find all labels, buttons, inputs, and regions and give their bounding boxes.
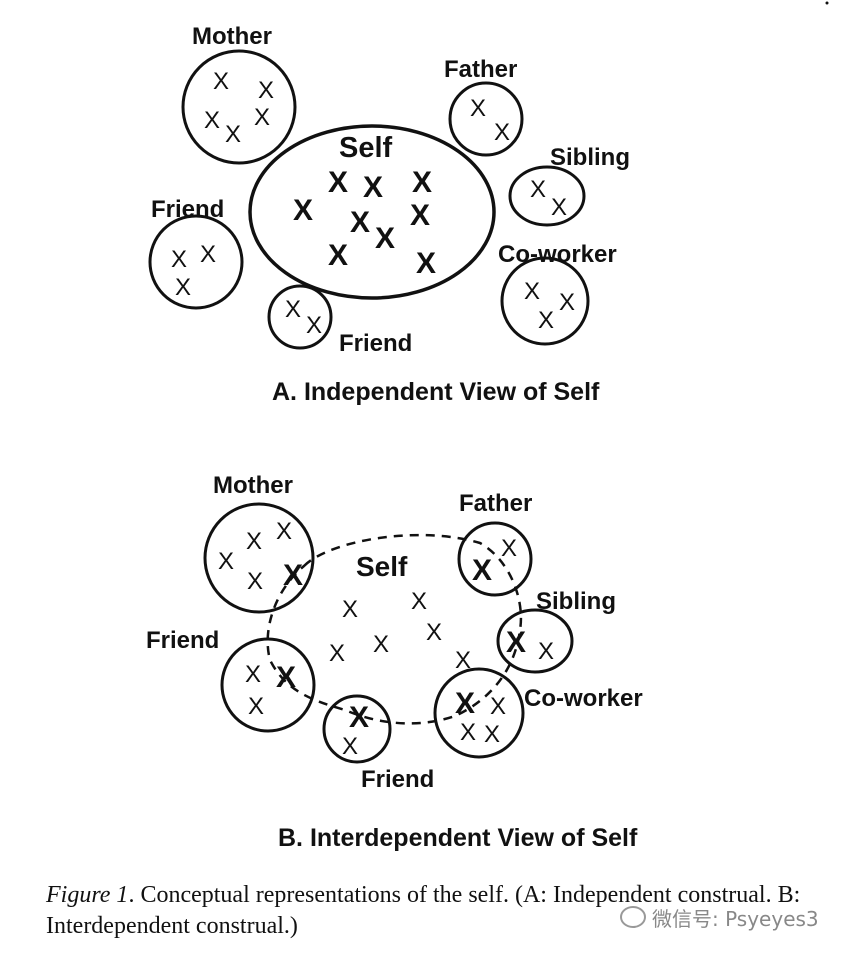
b-mark: X (538, 638, 554, 665)
a-self-mark: X (350, 206, 370, 239)
a-coworker-circle (500, 256, 590, 346)
b-self-mark: X (426, 619, 442, 646)
a-mark: X (524, 278, 540, 305)
b-mark: X (342, 733, 358, 760)
a-mother-circle (181, 49, 297, 165)
b-title: B. Interdependent View of Self (278, 824, 638, 852)
a-label-friend-left: Friend (151, 196, 224, 223)
b-mark: X (276, 518, 292, 545)
a-self-mark: X (328, 166, 348, 199)
b-mark: X (246, 528, 262, 555)
b-mark: X (490, 693, 506, 720)
a-self-mark: X (412, 166, 432, 199)
b-self-mark: X (342, 596, 358, 623)
b-mark: X (245, 661, 261, 688)
b-father-circle (457, 521, 533, 597)
b-mark: X (218, 548, 234, 575)
b-shared-mark: X (472, 554, 492, 587)
a-label-father: Father (444, 56, 517, 83)
a-mark: X (470, 95, 486, 122)
a-mark: X (175, 274, 191, 301)
a-self-mark: X (416, 247, 436, 280)
a-mark: X (538, 307, 554, 334)
a-mark: X (225, 121, 241, 148)
a-label-self: Self (339, 132, 393, 164)
a-self-mark: X (328, 239, 348, 272)
a-mark: X (494, 119, 510, 146)
a-mark: X (559, 289, 575, 316)
a-self-mark: X (293, 194, 313, 227)
b-sibling-ellipse (496, 608, 574, 674)
a-mark: X (200, 241, 216, 268)
a-mark: X (171, 246, 187, 273)
a-father-circle (448, 81, 524, 157)
a-label-coworker: Co-worker (498, 241, 617, 268)
b-mother-circle (203, 502, 315, 614)
panel-b: Self Mother Father Sibling Friend Co-wor… (146, 472, 643, 852)
a-mark: X (285, 296, 301, 323)
watermark: 微信号: Psyeyes3 (620, 903, 819, 932)
a-friend-bottom-circle (267, 284, 333, 350)
b-shared-mark: X (506, 626, 526, 659)
b-label-self: Self (356, 551, 408, 582)
b-shared-mark: X (283, 559, 303, 592)
a-label-sibling: Sibling (550, 144, 630, 171)
b-self-dashed-boundary (266, 533, 523, 725)
caption-figure-label: Figure 1 (46, 882, 129, 908)
b-self-mark: X (411, 588, 427, 615)
b-label-sibling: Sibling (536, 588, 616, 615)
a-mark: X (530, 176, 546, 203)
b-self-mark: X (373, 631, 389, 658)
b-friend-left-circle (220, 637, 316, 733)
wechat-icon (620, 906, 646, 928)
b-mark: X (460, 719, 476, 746)
b-label-mother: Mother (213, 472, 293, 499)
a-mark: X (204, 107, 220, 134)
b-label-coworker: Co-worker (524, 685, 643, 712)
b-mark: X (484, 721, 500, 748)
b-label-friend-left: Friend (146, 627, 219, 654)
a-label-mother: Mother (192, 23, 272, 50)
watermark-text: 微信号: Psyeyes3 (652, 907, 819, 931)
b-friend-bottom-circle (322, 694, 392, 764)
corner-dot (825, 1, 829, 5)
b-shared-mark: X (349, 701, 369, 734)
a-title: A. Independent View of Self (272, 378, 600, 406)
b-shared-mark: X (455, 687, 475, 720)
b-coworker-circle (433, 667, 525, 759)
b-label-friend-bottom: Friend (361, 766, 434, 793)
b-label-father: Father (459, 490, 532, 517)
a-sibling-ellipse (508, 165, 586, 227)
a-self-mark: X (410, 199, 430, 232)
panel-a: Self Mother Father Sibling Friend Co-wor… (148, 23, 630, 406)
a-self-mark: X (363, 171, 383, 204)
a-mark: X (258, 77, 274, 104)
a-self-mark: X (375, 222, 395, 255)
b-self-mark: X (329, 640, 345, 667)
b-self-mark: X (455, 647, 471, 674)
a-label-friend-bottom: Friend (339, 330, 412, 357)
caption-text: . Conceptual representations of the self… (46, 882, 801, 939)
a-mark: X (551, 194, 567, 221)
a-self-ellipse (248, 124, 496, 300)
a-mark: X (254, 104, 270, 131)
figure-caption: Figure 1. Conceptual representations of … (46, 880, 806, 942)
b-mark: X (501, 535, 517, 562)
b-mark: X (248, 693, 264, 720)
a-friend-left-circle (148, 214, 244, 310)
b-mark: X (247, 568, 263, 595)
a-mark: X (213, 68, 229, 95)
b-shared-mark: X (276, 661, 296, 694)
a-mark: X (306, 312, 322, 339)
